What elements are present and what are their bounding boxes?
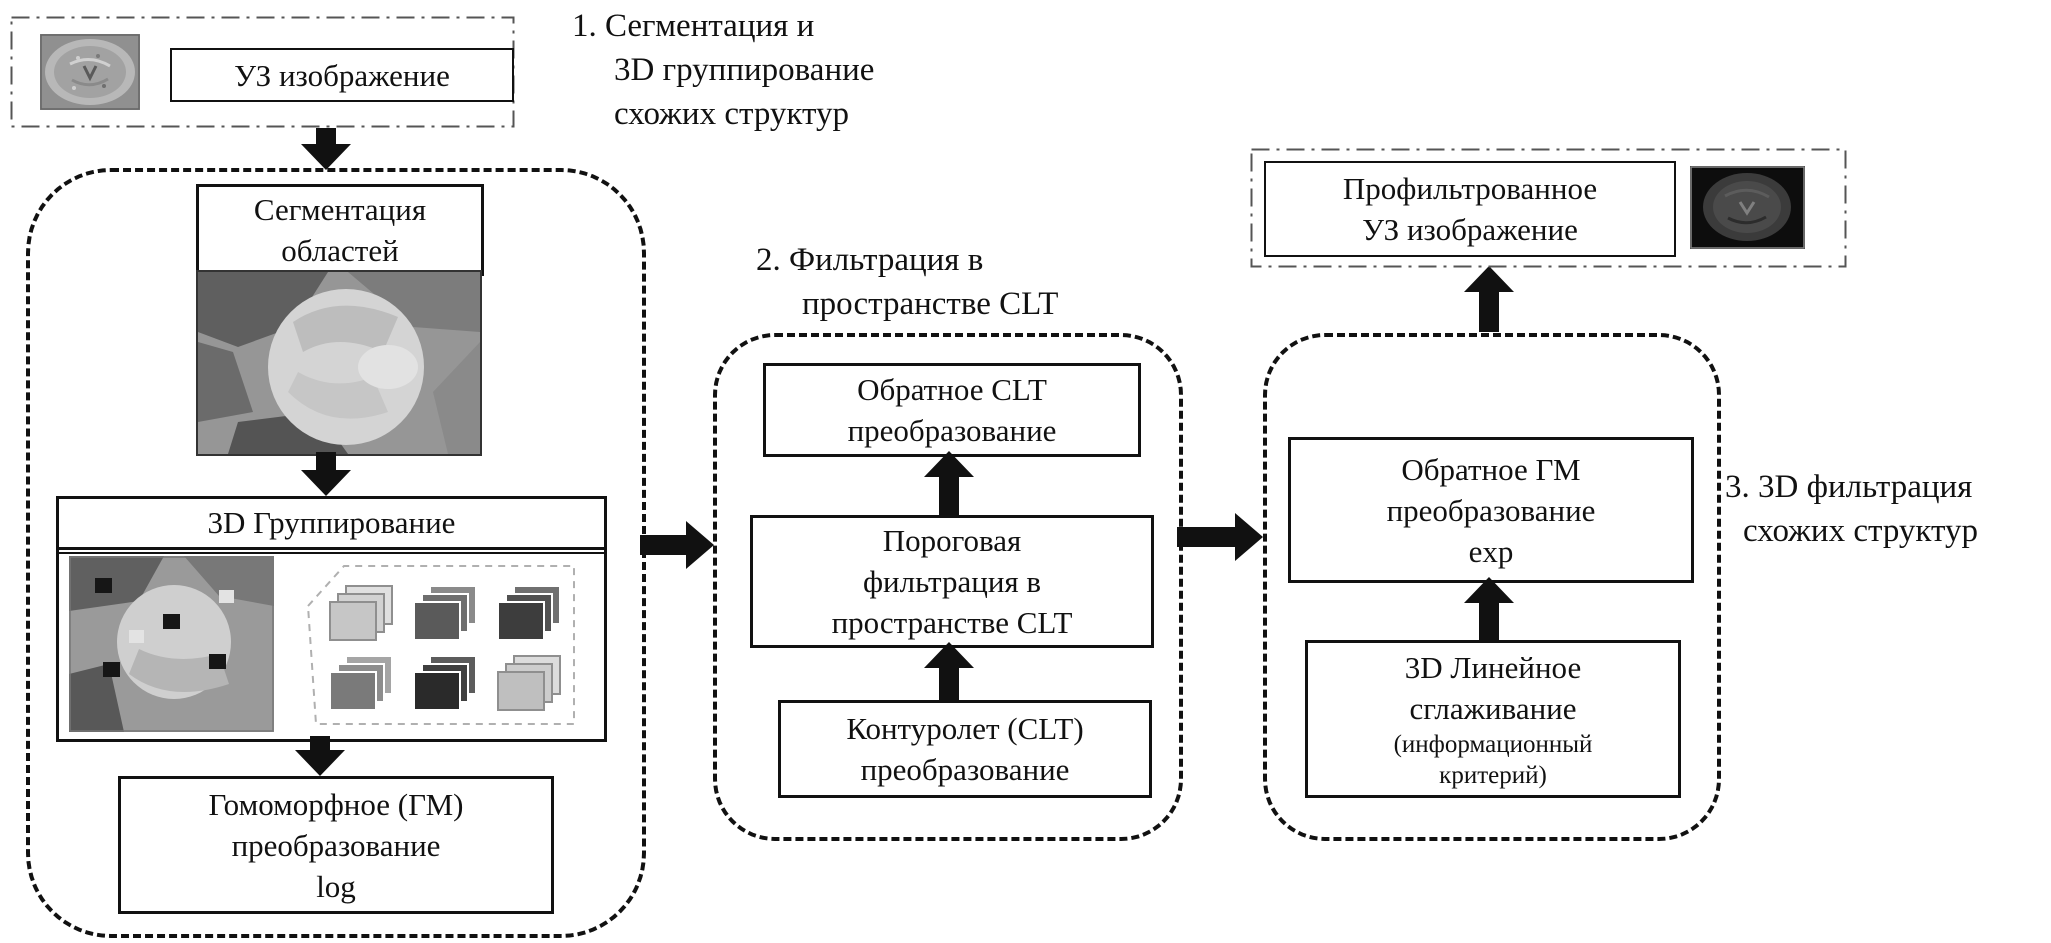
- filtered-image-box: Профильтрованное УЗ изображение: [1264, 161, 1676, 257]
- arrow-segmentation-to-grouping: [301, 452, 351, 496]
- uz-image-label: УЗ изображение: [234, 57, 450, 93]
- homomorphic-box: Гомоморфное (ГМ) преобразование log: [118, 776, 554, 914]
- grouping-illustration: [59, 554, 604, 732]
- dashdot-border: [10, 16, 515, 128]
- inverse-clt-box: Обратное CLT преобразование: [763, 363, 1141, 457]
- grouped-regions-image: [69, 556, 274, 732]
- uz-image-box: УЗ изображение: [170, 48, 514, 102]
- contourlet-box: Контуролет (CLT) преобразование: [778, 700, 1152, 798]
- grouped-stacks-image: [306, 565, 575, 725]
- input-group: УЗ изображение: [10, 16, 515, 128]
- grouping-box: 3D Группирование: [56, 496, 607, 742]
- arrow-grouping-to-homomorphic: [295, 736, 345, 776]
- arrow-stage1-to-stage2: [640, 521, 714, 569]
- arrow-smoothing-to-inverse-gm: [1464, 577, 1514, 640]
- stage2-annotation: 2. Фильтрация в пространстве CLT: [756, 242, 1059, 322]
- arrow-stage3-to-output: [1464, 266, 1514, 332]
- segmentation-box: Сегментация областей: [196, 184, 484, 276]
- stage3-group-box: [1263, 333, 1721, 841]
- arrow-input-to-stage1: [301, 128, 351, 170]
- arrow-threshold-to-inverse-clt: [924, 451, 974, 515]
- output-group: Профильтрованное УЗ изображение: [1250, 148, 1847, 268]
- stage1-annotation: 1. Сегментация и 3D группирование схожих…: [572, 8, 875, 132]
- stage2-group-box: [713, 333, 1183, 841]
- ultrasound-image-thumbnail: [40, 34, 140, 110]
- segmented-regions-image: [196, 270, 482, 456]
- filtered-ultrasound-thumbnail: [1690, 166, 1805, 249]
- stage3-annotation: 3. 3D фильтрация схожих структур: [1725, 469, 1978, 549]
- arrow-stage2-to-stage3: [1177, 513, 1263, 561]
- threshold-filter-box: Пороговая фильтрация в пространстве CLT: [750, 515, 1154, 648]
- dashdot-border: [1250, 148, 1847, 268]
- linear-smoothing-box: 3D Линейное сглаживание (информационный …: [1305, 640, 1681, 798]
- grouping-divider: [59, 547, 604, 554]
- inverse-gm-box: Обратное ГМ преобразование exp: [1288, 437, 1694, 583]
- arrow-contourlet-to-threshold: [924, 642, 974, 700]
- grouping-title: 3D Группирование: [207, 505, 456, 540]
